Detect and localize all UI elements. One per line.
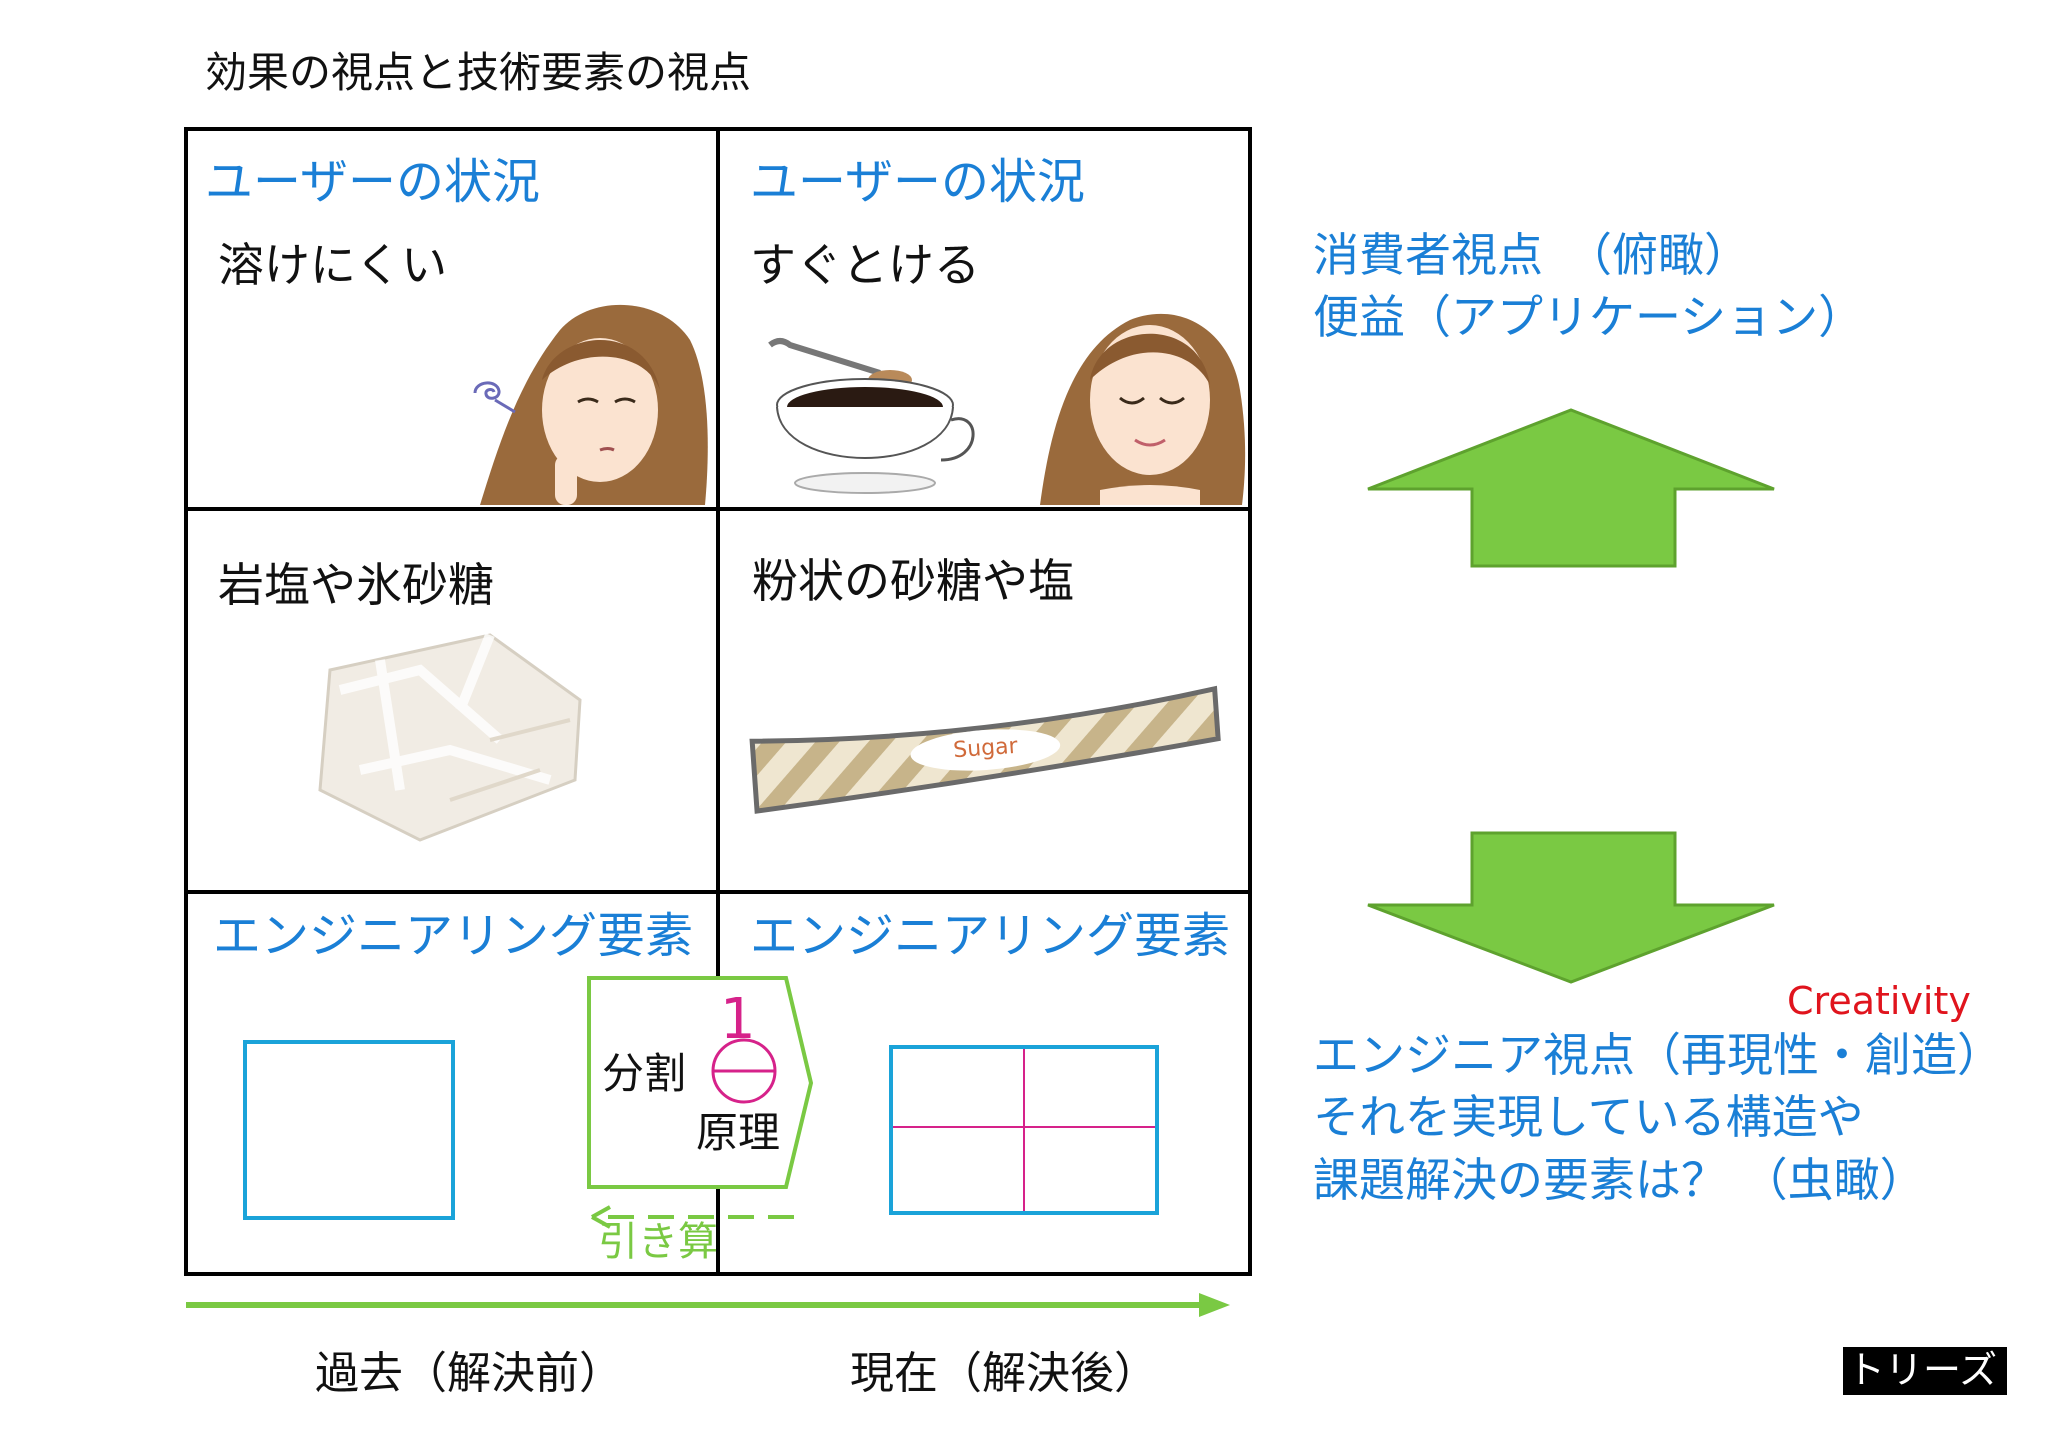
page-title: 効果の視点と技術要素の視点 — [205, 48, 752, 97]
timeline-arrow — [186, 1293, 1230, 1317]
matrix-horizontal-divider-1 — [184, 507, 1252, 511]
subtract-label: 引き算 — [598, 1219, 718, 1265]
principle-number: 1 — [720, 987, 756, 1052]
principle-label-line2: 原理 — [696, 1108, 781, 1157]
whole-block-diagram — [243, 1040, 455, 1220]
cell-top-right-text: すぐとける — [750, 238, 980, 292]
confused-swirl-icon — [473, 381, 516, 414]
cell-bot-right-header: エンジニアリング要素 — [750, 908, 1231, 964]
triz-badge: トリーズ — [1843, 1347, 2007, 1395]
engineer-view-line2: それを実現している構造や — [1313, 1090, 1864, 1144]
segmentation-principle-arrow — [587, 976, 814, 1189]
consumer-view-line2: 便益（アプリケーション） — [1313, 290, 1865, 344]
matrix-horizontal-divider-2 — [184, 890, 1252, 894]
rock-sugar-illustration — [318, 633, 582, 842]
subtract-dashed-arrow — [591, 1205, 800, 1229]
happy-woman-illustration — [1040, 313, 1246, 505]
coffee-cup-illustration — [768, 338, 975, 494]
consumer-view-line1: 消費者視点 （俯瞰） — [1313, 228, 1750, 282]
cell-top-left-text: 溶けにくい — [218, 238, 448, 292]
cell-bot-left-header: エンジニアリング要素 — [213, 908, 694, 964]
cell-mid-right-text: 粉状の砂糖や塩 — [752, 554, 1074, 608]
timeline-past-label: 過去（解決前） — [315, 1348, 623, 1399]
timeline-present-label: 現在（解決後） — [850, 1348, 1158, 1399]
divided-block-diagram — [889, 1045, 1159, 1215]
down-arrow-icon — [1367, 831, 1775, 984]
sugar-stick-label: Sugar — [952, 734, 1019, 763]
segmentation-number-icon — [711, 1038, 777, 1104]
cell-top-left-header: ユーザーの状況 — [205, 154, 541, 210]
worried-woman-illustration — [480, 304, 708, 505]
matrix-vertical-divider — [716, 127, 720, 1276]
principle-label-line1: 分割 — [602, 1049, 687, 1098]
creativity-label: Creativity — [1787, 979, 1971, 1023]
cell-top-right-header: ユーザーの状況 — [750, 154, 1086, 210]
sugar-stick-illustration: Sugar — [749, 685, 1221, 814]
cell-mid-left-text: 岩塩や氷砂糖 — [218, 558, 494, 612]
up-arrow-icon — [1367, 408, 1775, 568]
engineer-view-line1: エンジニア視点（再現性・創造） — [1313, 1028, 2003, 1082]
engineer-view-line3: 課題解決の要素は？ （虫瞰） — [1313, 1153, 1926, 1207]
